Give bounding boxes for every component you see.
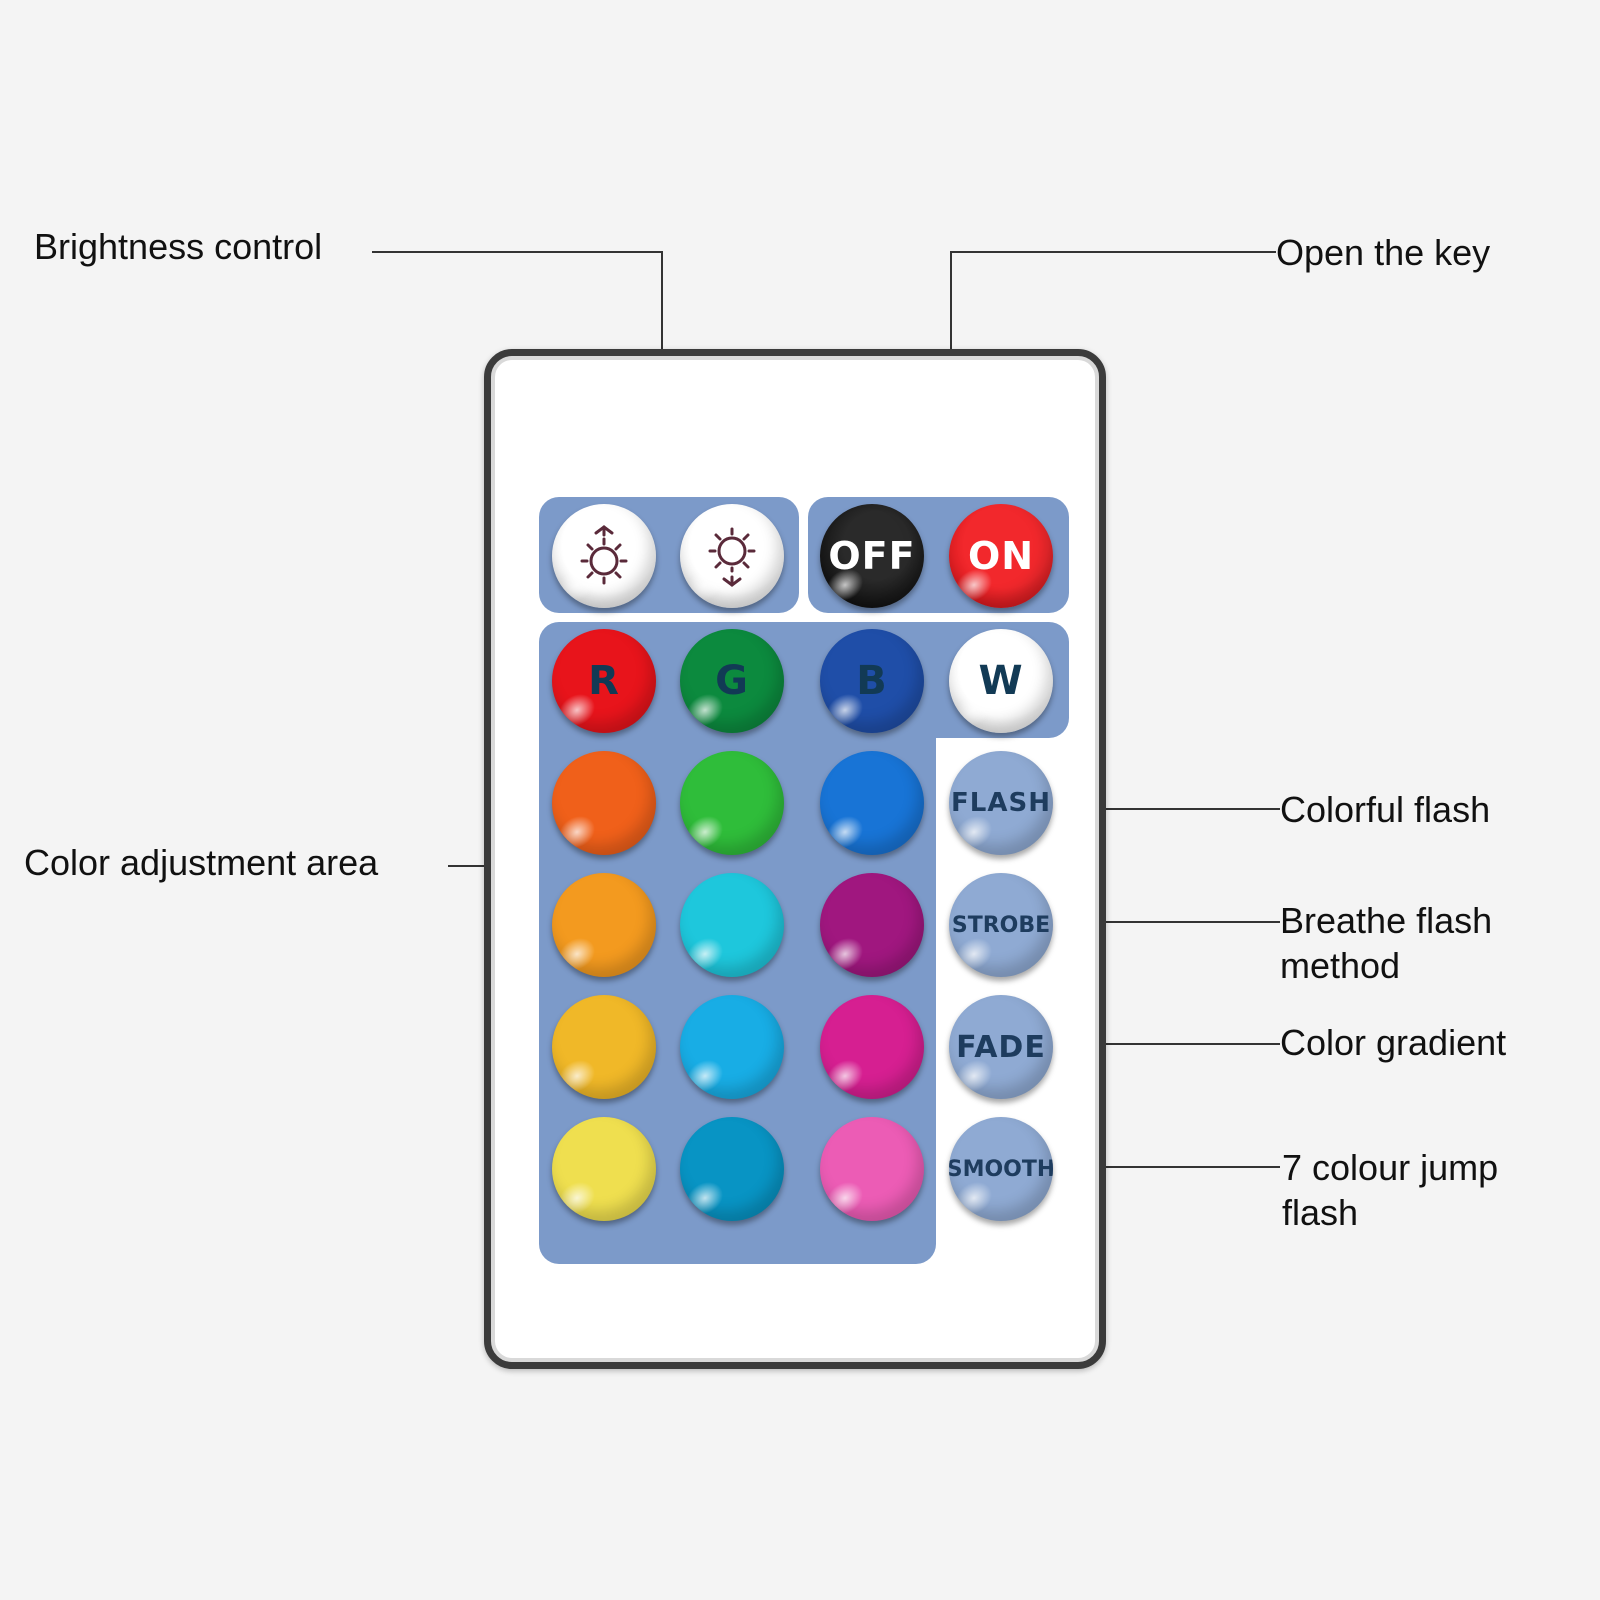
breathe-flash-line2: method xyxy=(1280,945,1401,986)
color-gradient-label: Color gradient xyxy=(1280,1022,1507,1063)
color-button-green[interactable] xyxy=(680,751,784,855)
flash-button[interactable]: FLASH xyxy=(949,751,1053,855)
color-button-orange[interactable] xyxy=(552,873,656,977)
white-button[interactable]: W xyxy=(949,629,1053,733)
brightness-up-icon xyxy=(580,525,628,585)
seven-colour-jump-label: 7 colour jump flash xyxy=(1282,1145,1498,1235)
green-label: G xyxy=(715,658,749,704)
blue-label: B xyxy=(856,658,888,704)
blue-button[interactable]: B xyxy=(820,629,924,733)
brightness-down-button[interactable] xyxy=(680,504,784,608)
on-button[interactable]: ON xyxy=(949,504,1053,608)
color-button-teal[interactable] xyxy=(680,1117,784,1221)
off-button[interactable]: OFF xyxy=(820,504,924,608)
red-button[interactable]: R xyxy=(552,629,656,733)
color-button-sky-blue[interactable] xyxy=(680,995,784,1099)
colorful-flash-label: Colorful flash xyxy=(1280,789,1491,830)
color-adjustment-area-label: Color adjustment area xyxy=(24,842,379,883)
breathe-flash-line1: Breathe flash xyxy=(1280,900,1493,941)
color-button-pink[interactable] xyxy=(820,1117,924,1221)
green-button[interactable]: G xyxy=(680,629,784,733)
fade-button[interactable]: FADE xyxy=(949,995,1053,1099)
brightness-up-button[interactable] xyxy=(552,504,656,608)
brightness-down-icon xyxy=(708,527,756,587)
strobe-label: STROBE xyxy=(951,912,1051,938)
fade-label: FADE xyxy=(956,1029,1046,1065)
white-label: W xyxy=(978,658,1024,704)
smooth-button[interactable]: SMOOTH xyxy=(949,1117,1053,1221)
open-the-key-label: Open the key xyxy=(1276,232,1491,273)
on-label: ON xyxy=(967,534,1035,578)
color-button-purple[interactable] xyxy=(820,873,924,977)
red-label: R xyxy=(588,658,620,704)
strobe-button[interactable]: STROBE xyxy=(949,873,1053,977)
smooth-label: SMOOTH xyxy=(949,1156,1053,1182)
flash-label: FLASH xyxy=(951,788,1051,818)
color-button-yellow[interactable] xyxy=(552,1117,656,1221)
color-button-magenta[interactable] xyxy=(820,995,924,1099)
seven-colour-line1: 7 colour jump xyxy=(1282,1147,1499,1188)
color-button-amber[interactable] xyxy=(552,995,656,1099)
seven-colour-line2: flash xyxy=(1282,1192,1359,1233)
color-button-orange-red[interactable] xyxy=(552,751,656,855)
color-button-cyan[interactable] xyxy=(680,873,784,977)
brightness-control-label: Brightness control xyxy=(34,226,323,267)
breathe-flash-label: Breathe flash method xyxy=(1280,898,1492,988)
off-label: OFF xyxy=(828,534,916,578)
color-button-blue[interactable] xyxy=(820,751,924,855)
